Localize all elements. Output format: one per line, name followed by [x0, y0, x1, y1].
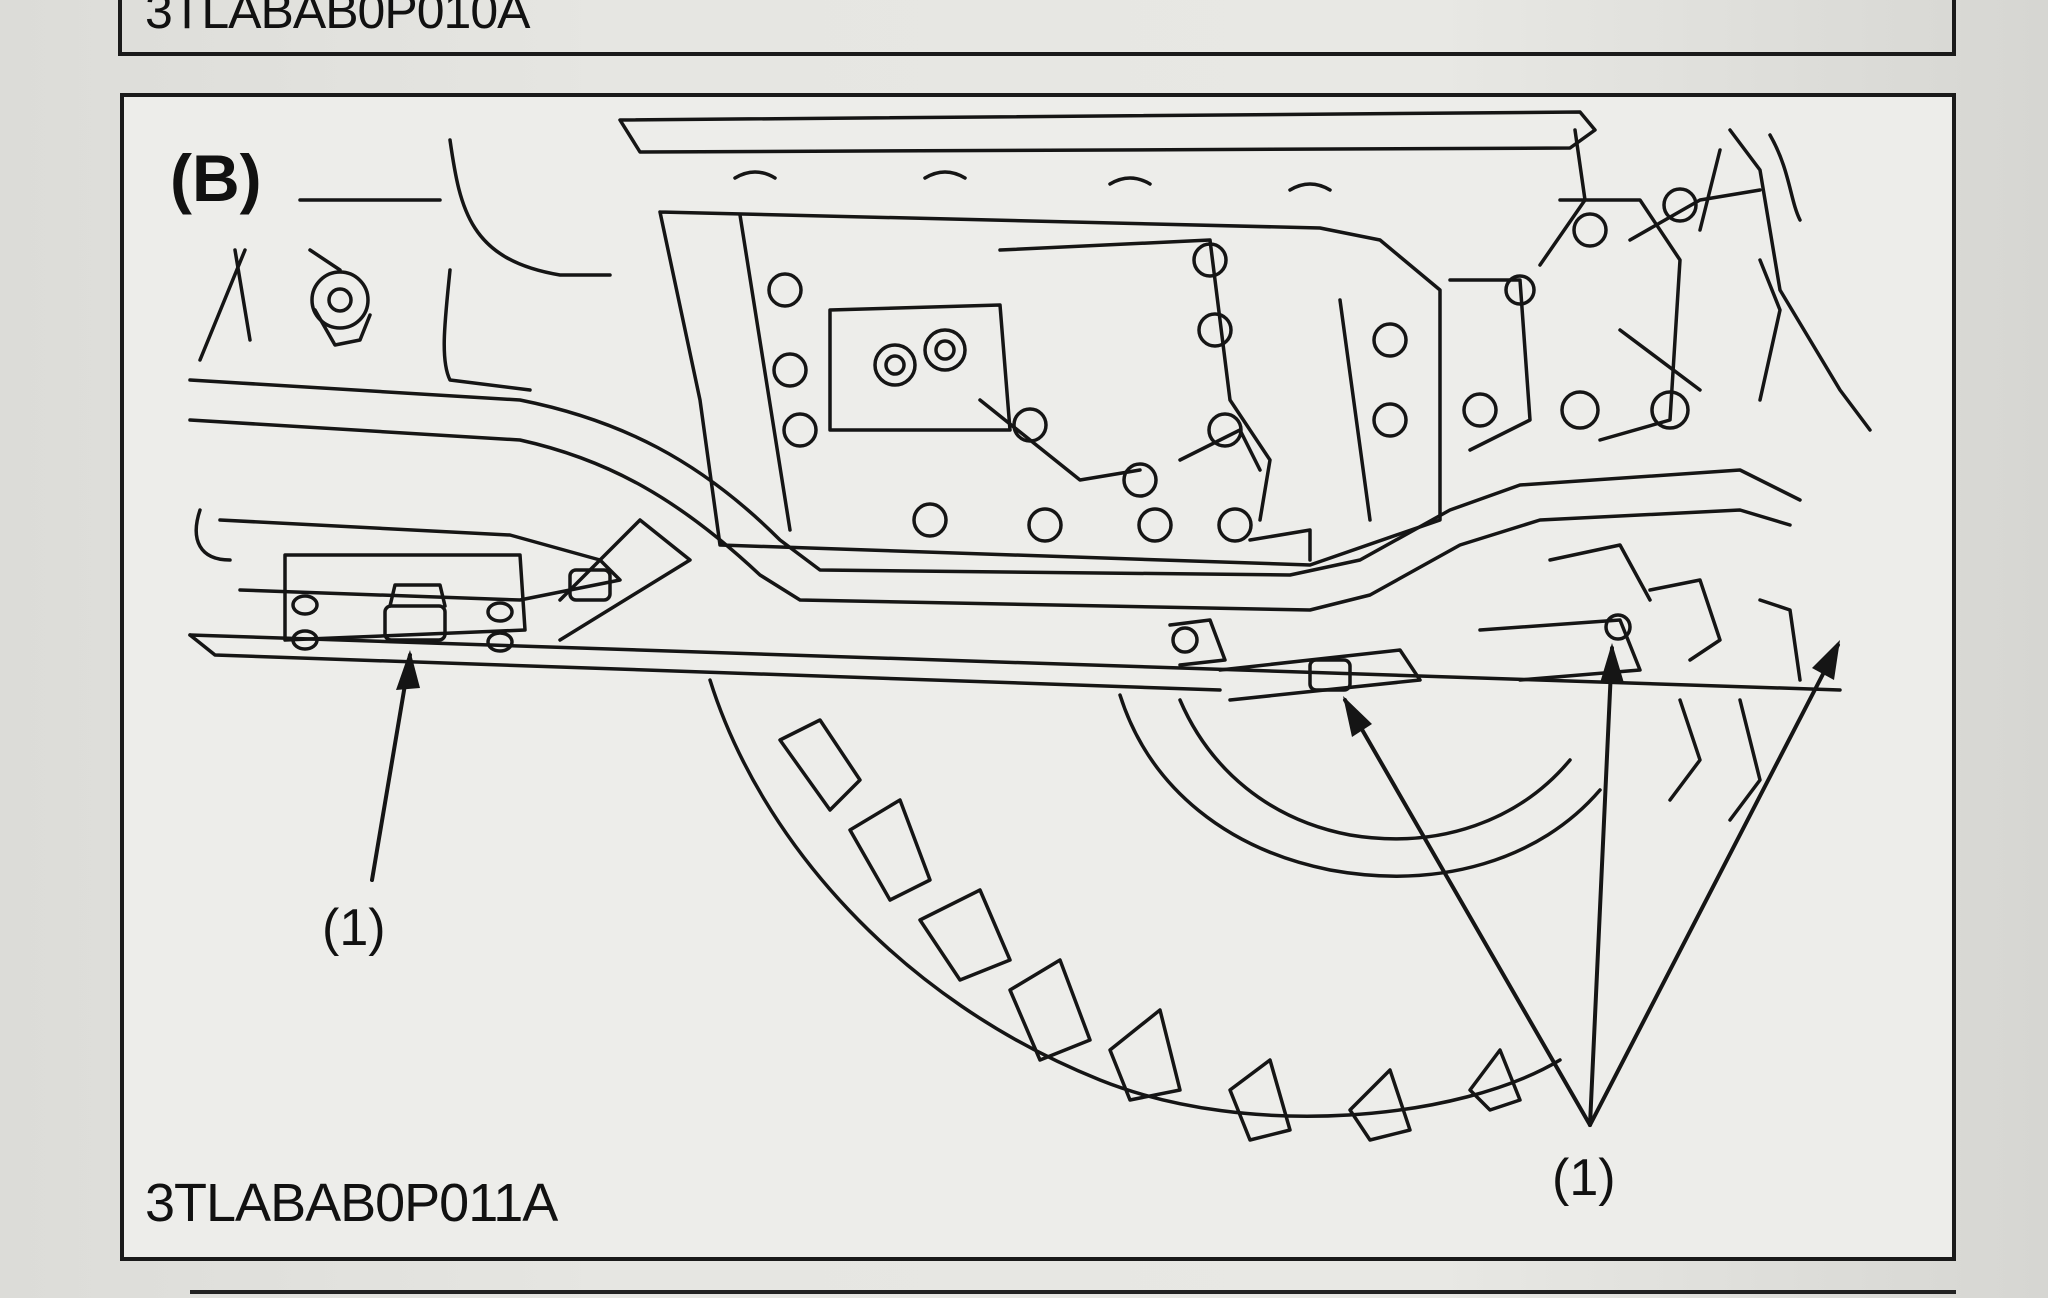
previous-figure-code: 3TLABAB0P010A	[145, 0, 530, 39]
callout-arrowheads	[396, 640, 1840, 737]
lower-chassis	[188, 508, 1842, 702]
upper-housing	[298, 110, 1872, 432]
drain-plug-callout-right: (1)	[1552, 1149, 1616, 1207]
figure-letter: (B)	[170, 141, 262, 215]
figure-code: 3TLABAB0P011A	[145, 1173, 558, 1233]
page-bottom-rule	[190, 1290, 1956, 1294]
transmission-case	[442, 188, 1782, 567]
rear-tire	[708, 678, 1762, 1142]
rear-hitch	[198, 248, 372, 362]
frame-rail	[188, 378, 1802, 612]
figure-frame	[120, 93, 1956, 1261]
case-bolts	[767, 187, 1698, 543]
callout-leaders	[370, 643, 1840, 1127]
previous-figure-frame	[118, 0, 1956, 56]
drain-plug-callout-left: (1)	[322, 899, 386, 957]
